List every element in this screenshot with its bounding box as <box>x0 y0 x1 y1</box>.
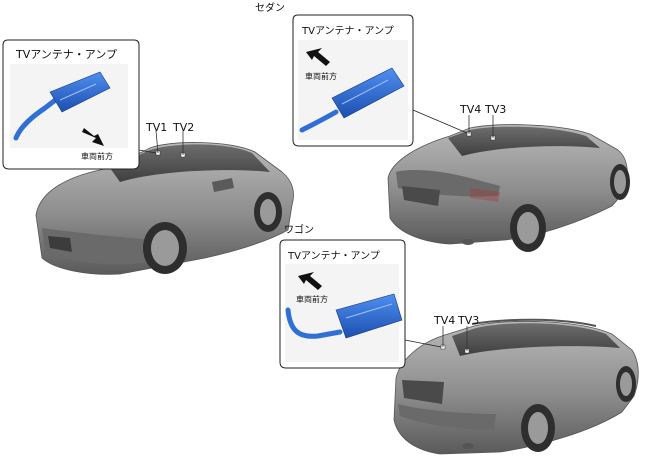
wagon-car-illustration <box>394 320 638 454</box>
callout-wagon-title: TVアンテナ・アンプ <box>287 250 380 262</box>
label-wagon-tv3: TV3 <box>457 314 479 327</box>
sedan-car-illustration <box>388 115 630 252</box>
callout-sedan-direction: 車両前方 <box>305 71 337 81</box>
label-sedan: セダン <box>255 1 285 14</box>
label-sedan-tv4: TV4 <box>459 103 481 116</box>
callout-front-title: TVアンテナ・アンプ <box>15 48 117 61</box>
label-tv2: TV2 <box>172 121 194 134</box>
callout-front-direction: 車両前方 <box>81 151 113 161</box>
callout-wagon-direction: 車両前方 <box>296 294 328 304</box>
label-wagon: ワゴン <box>284 223 314 236</box>
label-wagon-tv4: TV4 <box>433 314 455 327</box>
callout-sedan-title: TVアンテナ・アンプ <box>301 25 394 37</box>
label-sedan-tv3: TV3 <box>484 103 506 116</box>
label-tv1: TV1 <box>145 121 167 134</box>
